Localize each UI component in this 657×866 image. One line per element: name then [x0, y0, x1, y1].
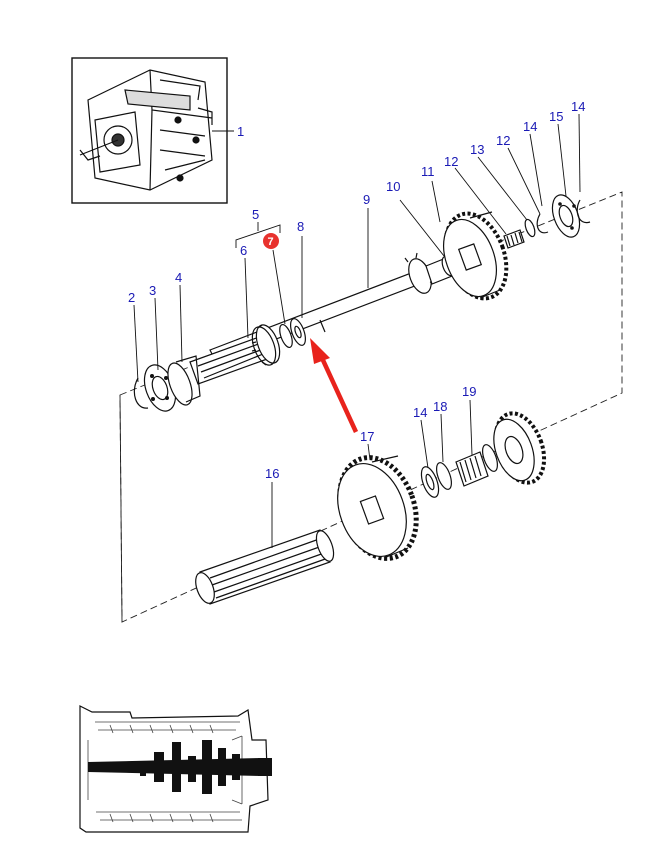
snap-ring-part-14-right: [576, 199, 591, 224]
callout-labels: 1 2 3 4 5 6 7 8 9 10 11 12 13 12 14 15 1…: [128, 99, 585, 481]
callout-4: 4: [175, 270, 182, 285]
callout-14b: 14: [571, 99, 585, 114]
callout-3: 3: [149, 283, 156, 298]
red-pointer-arrow: [310, 338, 359, 433]
callout-1: 1: [237, 124, 244, 139]
needle-bearing-part-19: [455, 444, 498, 487]
callout-14c: 14: [413, 405, 427, 420]
callout-6: 6: [240, 243, 247, 258]
gearbox-housing-inset: [71, 57, 234, 204]
gear-part-11: [443, 211, 509, 301]
snap-ring-part-2: [133, 377, 149, 409]
shaft-assembly-frame: [119, 191, 623, 623]
callout-12b: 12: [496, 133, 510, 148]
callout-18: 18: [433, 399, 447, 414]
cluster-gear: [493, 411, 547, 485]
washer-part-14-lower: [420, 466, 440, 498]
callout-12: 12: [444, 154, 458, 169]
main-shaft-group: [133, 194, 591, 412]
callout-9: 9: [363, 192, 370, 207]
callout-8: 8: [297, 219, 304, 234]
gear-part-6: [251, 324, 281, 366]
callout-16: 16: [265, 466, 279, 481]
ring-part-7: [279, 323, 293, 349]
callout-14a: 14: [523, 119, 537, 134]
washer-part-18: [436, 462, 452, 490]
callout-13: 13: [470, 142, 484, 157]
bearing-part-15: [551, 194, 581, 238]
callout-10: 10: [386, 179, 400, 194]
callout-11: 11: [421, 164, 435, 179]
needle-bearing-part-12: [503, 229, 525, 249]
callout-7: 7: [268, 236, 274, 248]
bearing-carrier-part-4: [167, 355, 201, 406]
callout-5: 5: [252, 207, 259, 222]
countershaft-group: [195, 411, 547, 605]
ring-part-13: [524, 218, 536, 238]
callout-15: 15: [549, 109, 563, 124]
gear-part-17: [337, 455, 419, 561]
transmission-cutaway-inset: [79, 705, 272, 833]
snap-ring-part-14: [536, 213, 549, 234]
callout-2: 2: [128, 290, 135, 305]
callout-17: 17: [360, 429, 374, 444]
callout-19: 19: [462, 384, 476, 399]
leader-lines: [133, 113, 581, 548]
washer-part-8: [290, 318, 306, 346]
splined-shaft-part-16: [195, 529, 335, 605]
callout-7-highlight: 7: [263, 233, 279, 249]
